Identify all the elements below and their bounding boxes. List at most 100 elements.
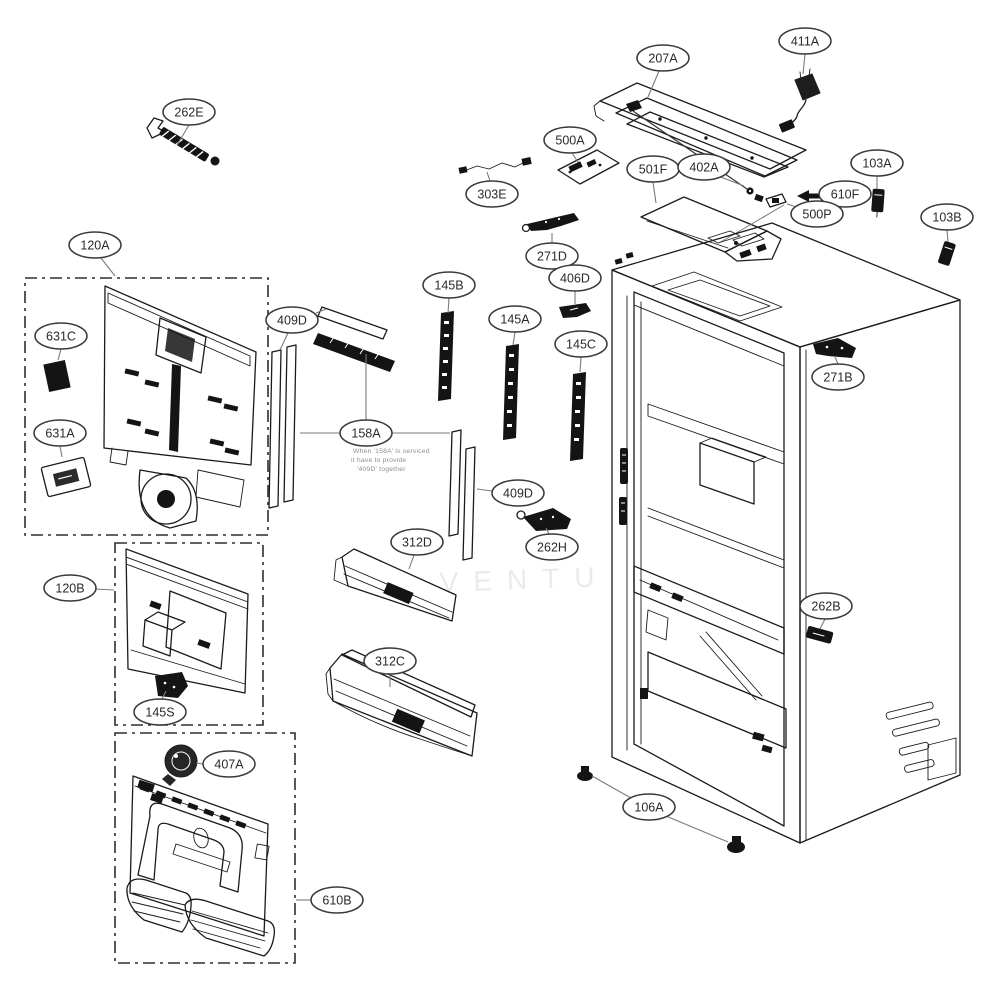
part-callout-500p: 500P — [786, 200, 844, 228]
service-note-line2: it have to provide — [351, 457, 406, 464]
hinge-rail-271d-drawing — [521, 213, 579, 233]
bracket-145s-drawing — [155, 672, 188, 698]
service-note: When '158A' is serviced it have to provi… — [351, 448, 430, 473]
part-callout-407a: 407A — [195, 750, 256, 778]
service-note-line1: When '158A' is serviced — [353, 448, 430, 455]
part-callout-631c: 631C — [34, 322, 88, 361]
part-callout-145s: 145S — [133, 690, 187, 726]
part-number-120a: 120A — [80, 238, 110, 252]
strips-409d-right-drawing — [448, 429, 476, 561]
part-number-500a: 500A — [555, 133, 585, 147]
rail-145a-drawing — [503, 344, 519, 440]
part-number-145b: 145B — [434, 278, 463, 292]
part-number-158a: 158A — [351, 426, 381, 440]
part-callout-610f: 610F — [818, 180, 872, 208]
part-callout-262e: 262E — [162, 98, 216, 146]
part-callout-501f: 501F — [626, 155, 680, 204]
part-number-312c: 312C — [375, 654, 405, 668]
part-number-501f: 501F — [639, 162, 668, 176]
back-panel-610b-drawing — [126, 775, 276, 957]
harness-402a-drawing — [626, 100, 764, 203]
part-number-409d: 409D — [277, 313, 307, 327]
part-callout-103b: 103B — [920, 203, 974, 243]
part-callout-500a: 500A — [543, 126, 597, 163]
bracket-406d-drawing — [559, 303, 591, 318]
part-number-406d: 406D — [560, 271, 590, 285]
part-number-120b: 120B — [55, 581, 84, 595]
rail-145b-drawing — [438, 311, 454, 401]
drawer-front-312d-drawing — [333, 548, 457, 622]
cabinet-drawing — [577, 222, 961, 853]
fan-motor-407a-drawing — [162, 744, 198, 786]
part-callout-145a: 145A — [488, 305, 542, 346]
part-callout-103a: 103A — [850, 149, 904, 189]
part-number-262b: 262B — [811, 599, 840, 613]
part-number-271d: 271D — [537, 249, 567, 263]
clip-500p-drawing — [718, 193, 787, 244]
back-panel-120a-drawing — [103, 285, 257, 529]
hinge-271b-drawing — [813, 338, 856, 358]
clip-262h-drawing — [516, 508, 571, 531]
vent-slots-drawing — [885, 701, 957, 781]
610f-arrow — [797, 190, 822, 202]
part-callout-411a: 411A — [778, 27, 832, 75]
part-callout-303e: 303E — [465, 171, 519, 208]
part-number-631c: 631C — [46, 329, 76, 343]
wire-harness-303e-drawing — [458, 157, 532, 174]
pcb-drawing — [557, 149, 620, 185]
part-number-411a: 411A — [791, 34, 820, 48]
part-callout-106a: 106A — [591, 775, 729, 843]
part-number-312d: 312D — [402, 535, 432, 549]
rail-145c-drawing — [570, 372, 586, 461]
part-number-500p: 500P — [802, 207, 831, 221]
part-callout-120b: 120B — [43, 574, 115, 602]
part-callout-409d: 409D — [265, 306, 327, 351]
part-number-103a: 103A — [862, 156, 892, 170]
part-callout-120a: 120A — [68, 231, 122, 277]
part-callout-271d: 271D — [525, 233, 579, 270]
part-callout-409d: 409D — [476, 479, 545, 507]
part-callout-406d: 406D — [548, 264, 602, 304]
part-callout-145c: 145C — [554, 330, 608, 373]
part-number-262e: 262E — [174, 105, 203, 119]
service-note-line3: '409D' together — [357, 466, 406, 473]
part-number-145a: 145A — [500, 312, 530, 326]
part-number-407a: 407A — [214, 757, 244, 771]
power-cord-drawing — [779, 68, 821, 133]
part-number-103b: 103B — [932, 210, 961, 224]
part-callout-312c: 312C — [363, 647, 417, 687]
part-number-409d: 409D — [503, 486, 533, 500]
strips-409d-left-drawing — [268, 344, 297, 509]
rails-158a-drawing — [313, 306, 395, 372]
connector-103b-drawing — [938, 241, 956, 266]
back-panel-120b-drawing — [125, 548, 249, 694]
part-number-303e: 303E — [477, 187, 506, 201]
part-callout-631a: 631A — [33, 419, 87, 458]
part-number-262h: 262H — [537, 540, 567, 554]
part-callout-207a: 207A — [636, 44, 690, 98]
cover-501f-drawing — [640, 196, 782, 262]
part-number-610b: 610B — [322, 893, 351, 907]
part-number-145s: 145S — [145, 705, 174, 719]
callout-labels: 262E 207A 411A 500A 303E 501F 402A 103A 610F500P… — [33, 27, 974, 914]
part-number-106a: 106A — [634, 800, 664, 814]
part-number-402a: 402A — [689, 160, 719, 174]
part-number-631a: 631A — [45, 426, 75, 440]
part-callout-262b: 262B — [799, 592, 853, 630]
watermark: VENTU — [439, 561, 610, 598]
part-callout-610b: 610B — [296, 886, 364, 914]
group-box-120b — [114, 542, 264, 726]
part-callout-262h: 262H — [525, 527, 579, 561]
artwork — [24, 68, 961, 964]
part-number-610f: 610F — [831, 187, 860, 201]
part-callout-271b: 271B — [811, 356, 865, 391]
part-callout-402a: 402A — [677, 153, 745, 187]
connector-103a-drawing — [871, 188, 885, 218]
part-callout-158a: 158A — [300, 354, 450, 447]
leveling-feet-drawing — [577, 766, 745, 853]
part-callout-312d: 312D — [390, 528, 444, 570]
group-box-610b — [114, 732, 296, 964]
bracket-262b-drawing — [805, 626, 834, 644]
